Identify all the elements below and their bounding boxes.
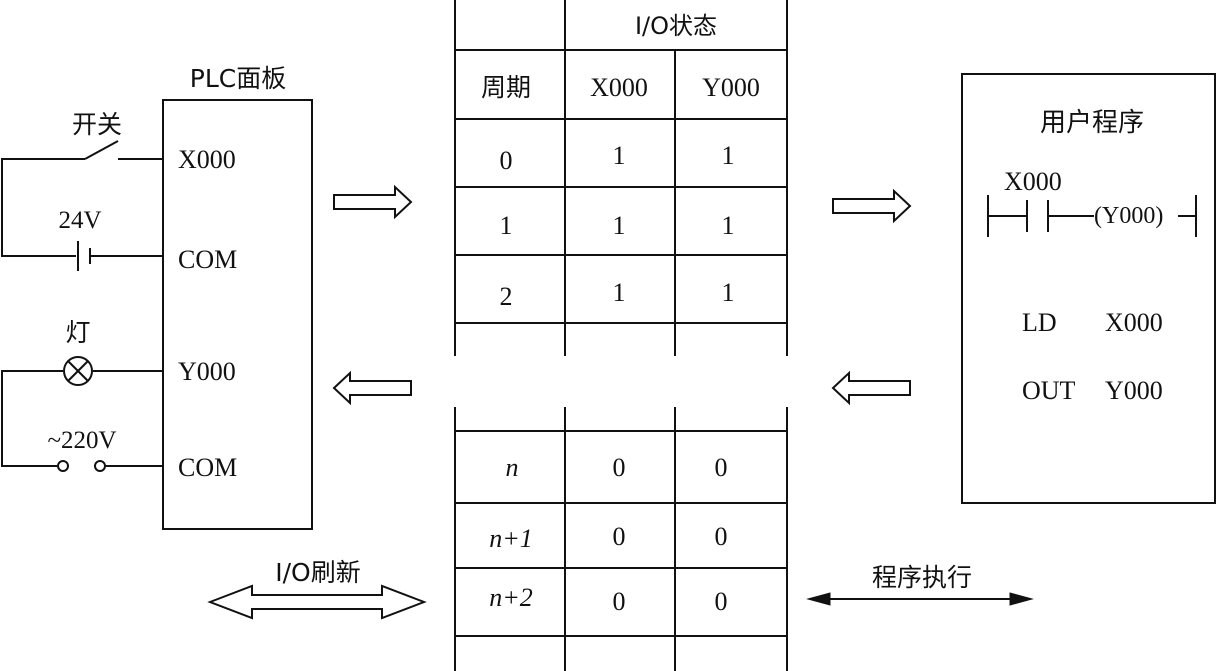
switch-blade [84,140,119,160]
input-circuit: 开关 24V [1,110,163,271]
io-refresh-double-arrow [207,584,427,620]
lamp-label: 灯 [65,318,90,347]
terminal-x000: X000 [178,145,236,174]
row-n2-x000: 0 [613,587,626,616]
io-status-table: I/O状态 周期 X000 Y000 0 1 1 1 1 1 2 1 1 n 0… [454,0,788,671]
row-2-period: 2 [500,282,513,311]
instruction-2-arg: Y000 [1105,376,1163,405]
output-circuit: 灯 ~220V [1,318,163,472]
row-2-x000: 1 [613,278,626,307]
ladder-rung: X000 (Y000) [987,167,1197,237]
row-0-y000: 1 [722,141,735,170]
row-1-y000: 1 [722,211,735,240]
dc-voltage-label: 24V [58,207,101,234]
program-exec-arrowhead-left [806,592,831,606]
instruction-1-op: LD [1022,308,1057,337]
row-n1-y000: 0 [715,522,728,551]
contact-label: X000 [1004,167,1062,196]
table-header-period: 周期 [481,73,531,102]
plc-wiring: PLC面板 X000 COM Y000 COM 开关 24V 灯 [1,64,313,530]
user-program: 用户程序 X000 (Y000) LD X000 OUT Y000 [961,73,1216,504]
row-n1-x000: 0 [613,522,626,551]
arrow-left-to-panel [332,370,412,406]
table-header-y000: Y000 [702,73,760,102]
legend: I/O刷新 程序执行 [207,558,1034,620]
terminal-com-1: COM [178,245,237,274]
switch-label: 开关 [72,110,122,139]
arrow-right-to-table [333,184,413,220]
row-1-x000: 1 [613,211,626,240]
program-exec-arrowhead-right [1009,592,1034,606]
arrow-left-to-table [831,370,911,406]
io-refresh-label: I/O刷新 [275,558,360,587]
instruction-1-arg: X000 [1105,308,1163,337]
program-box [961,73,1216,504]
ac-terminal-right [94,460,106,472]
row-2-y000: 1 [722,278,735,307]
plc-panel-title: PLC面板 [190,64,286,93]
row-n2-period: n+2 [489,583,533,612]
row-n1-period: n+1 [489,524,533,553]
program-title: 用户程序 [1040,108,1144,138]
row-0-period: 0 [500,146,513,175]
row-n-y000: 0 [715,453,728,482]
terminal-com-2: COM [178,453,237,482]
terminal-y000: Y000 [178,357,236,386]
plc-panel-box [162,99,313,530]
arrow-right-to-program [832,188,912,224]
row-n2-y000: 0 [715,587,728,616]
row-1-period: 1 [500,211,513,240]
table-header-x000: X000 [590,73,648,102]
row-n-x000: 0 [613,453,626,482]
ac-terminal-left [57,460,69,472]
flow-arrows [332,184,912,406]
coil-label: (Y000) [1094,203,1163,229]
row-0-x000: 1 [613,141,626,170]
row-n-period: n [506,453,519,482]
instruction-2-op: OUT [1022,376,1076,405]
program-exec-label: 程序执行 [872,563,972,592]
table-group-header: I/O状态 [635,12,717,40]
ac-voltage-label: ~220V [47,427,116,454]
